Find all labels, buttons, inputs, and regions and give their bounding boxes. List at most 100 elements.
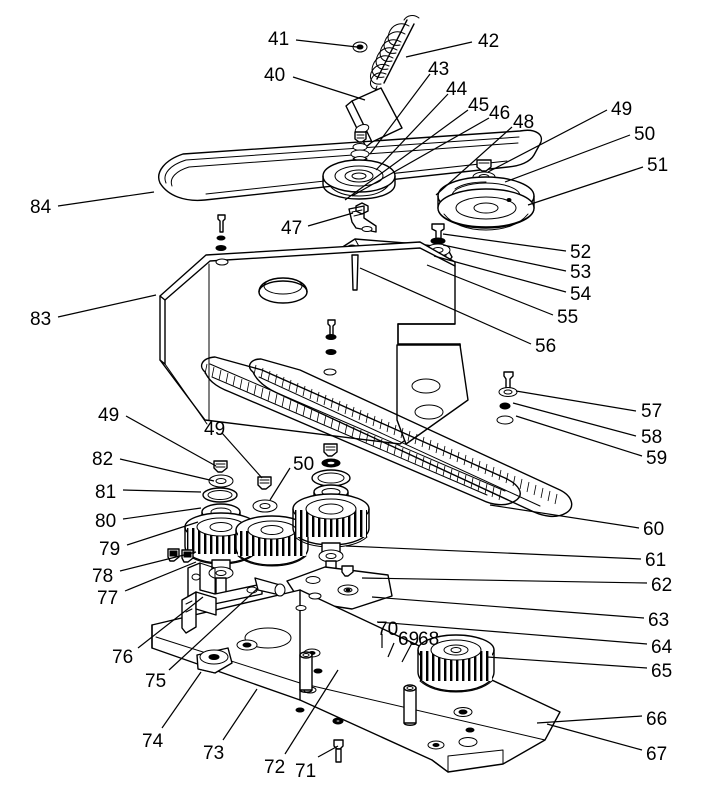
callout-number-64[interactable]: 64 xyxy=(651,637,673,658)
callout-number-59[interactable]: 59 xyxy=(646,448,668,469)
callout-leader-72 xyxy=(284,669,339,755)
center-nut-washer-stack xyxy=(252,476,278,513)
callout-number-62[interactable]: 62 xyxy=(651,575,673,596)
callout-leader-55 xyxy=(426,264,554,316)
extension-spring xyxy=(370,15,420,97)
callout-number-63[interactable]: 63 xyxy=(648,610,670,631)
callout-number-54[interactable]: 54 xyxy=(570,284,592,305)
callout-leader-50a xyxy=(504,134,631,183)
callout-leader-51 xyxy=(527,166,644,206)
callout-leader-50b xyxy=(269,467,291,501)
callout-number-56[interactable]: 56 xyxy=(535,336,557,357)
callout-number-41[interactable]: 41 xyxy=(268,29,290,50)
callout-number-78[interactable]: 78 xyxy=(92,566,114,587)
callout-number-84[interactable]: 84 xyxy=(30,197,52,218)
callout-number-74[interactable]: 74 xyxy=(142,731,164,752)
callout-leader-48 xyxy=(435,126,513,196)
callout-leader-77 xyxy=(124,561,197,592)
callout-leader-49a xyxy=(487,109,608,173)
callout-leader-67 xyxy=(546,723,643,751)
callout-leader-58 xyxy=(512,402,637,437)
callout-number-81[interactable]: 81 xyxy=(95,482,117,503)
callout-number-77[interactable]: 77 xyxy=(97,588,119,609)
callout-number-79[interactable]: 79 xyxy=(99,539,121,560)
callout-number-43[interactable]: 43 xyxy=(428,59,450,80)
second-left-pulley xyxy=(235,515,309,567)
callout-leader-57 xyxy=(515,390,637,412)
callout-number-83[interactable]: 83 xyxy=(30,309,52,330)
callout-leader-49b xyxy=(125,415,217,467)
callout-number-50b[interactable]: 50 xyxy=(293,454,315,475)
callout-number-80[interactable]: 80 xyxy=(95,511,117,532)
callout-number-57[interactable]: 57 xyxy=(641,401,663,422)
callout-number-51[interactable]: 51 xyxy=(647,155,669,176)
callout-number-66[interactable]: 66 xyxy=(646,709,668,730)
callout-leader-40 xyxy=(292,76,366,101)
callout-leader-83 xyxy=(57,294,157,318)
callout-number-72[interactable]: 72 xyxy=(264,757,286,778)
idler-pulley-left xyxy=(322,159,396,200)
callout-leader-61 xyxy=(345,545,642,560)
callout-number-75[interactable]: 75 xyxy=(145,671,167,692)
callout-number-71[interactable]: 71 xyxy=(295,761,317,782)
callout-number-44[interactable]: 44 xyxy=(446,79,468,100)
callout-number-73[interactable]: 73 xyxy=(203,743,225,764)
callout-number-61[interactable]: 61 xyxy=(645,550,667,571)
small-bracket-47 xyxy=(348,202,377,233)
deck-housing xyxy=(159,214,518,445)
callout-number-49b[interactable]: 49 xyxy=(98,405,120,426)
callout-leader-lines xyxy=(57,39,648,758)
callout-leader-42 xyxy=(405,41,473,58)
callout-leader-43 xyxy=(369,73,431,155)
callout-leader-79 xyxy=(126,521,199,546)
callout-leader-60 xyxy=(489,504,640,529)
callout-number-58[interactable]: 58 xyxy=(641,427,663,448)
callout-number-45[interactable]: 45 xyxy=(468,95,490,116)
callout-leader-59 xyxy=(515,415,643,457)
idler-pulley-stack-left xyxy=(350,131,370,164)
callout-leader-81 xyxy=(122,489,202,493)
callout-number-82[interactable]: 82 xyxy=(92,449,114,470)
callout-leader-80 xyxy=(122,507,202,520)
callout-leader-54 xyxy=(433,255,567,293)
lower-right-pulley xyxy=(417,634,495,693)
lower-left-shaft-75 xyxy=(254,577,322,611)
callout-number-47[interactable]: 47 xyxy=(281,218,303,239)
callout-number-53[interactable]: 53 xyxy=(570,262,592,283)
callout-number-49c[interactable]: 49 xyxy=(204,419,226,440)
callout-leader-82 xyxy=(119,458,215,482)
callout-number-60[interactable]: 60 xyxy=(643,519,665,540)
callout-number-52[interactable]: 52 xyxy=(570,242,592,263)
callout-leader-74 xyxy=(161,671,202,729)
callout-leader-63 xyxy=(371,596,645,619)
callout-number-76[interactable]: 76 xyxy=(112,647,134,668)
callout-leader-68 xyxy=(401,642,413,663)
callout-number-48[interactable]: 48 xyxy=(513,112,535,133)
callout-leader-45 xyxy=(344,109,469,201)
callout-leader-73 xyxy=(222,688,258,741)
callout-number-67[interactable]: 67 xyxy=(646,744,668,765)
callout-leader-41 xyxy=(295,39,358,48)
callout-number-50a[interactable]: 50 xyxy=(634,124,656,145)
lower-timing-belt xyxy=(200,356,573,518)
callout-leader-76 xyxy=(137,596,204,649)
callout-number-42[interactable]: 42 xyxy=(478,31,500,52)
callout-leader-75 xyxy=(168,587,259,671)
callout-number-40[interactable]: 40 xyxy=(264,65,286,86)
callout-number-68[interactable]: 68 xyxy=(418,629,440,650)
callout-leader-47 xyxy=(307,212,354,227)
callout-number-49a[interactable]: 49 xyxy=(611,99,633,120)
callout-leader-46 xyxy=(351,117,490,197)
callout-number-46[interactable]: 46 xyxy=(489,103,511,124)
callout-leader-69 xyxy=(387,642,395,658)
callout-number-65[interactable]: 65 xyxy=(651,661,673,682)
callout-number-70[interactable]: 70 xyxy=(377,619,399,640)
center-mandrel-stack xyxy=(292,443,370,585)
right-drive-pulley xyxy=(437,176,535,231)
callout-number-55[interactable]: 55 xyxy=(557,307,579,328)
callout-number-69[interactable]: 69 xyxy=(398,629,420,650)
lower-mount-bracket-76 xyxy=(181,591,217,634)
